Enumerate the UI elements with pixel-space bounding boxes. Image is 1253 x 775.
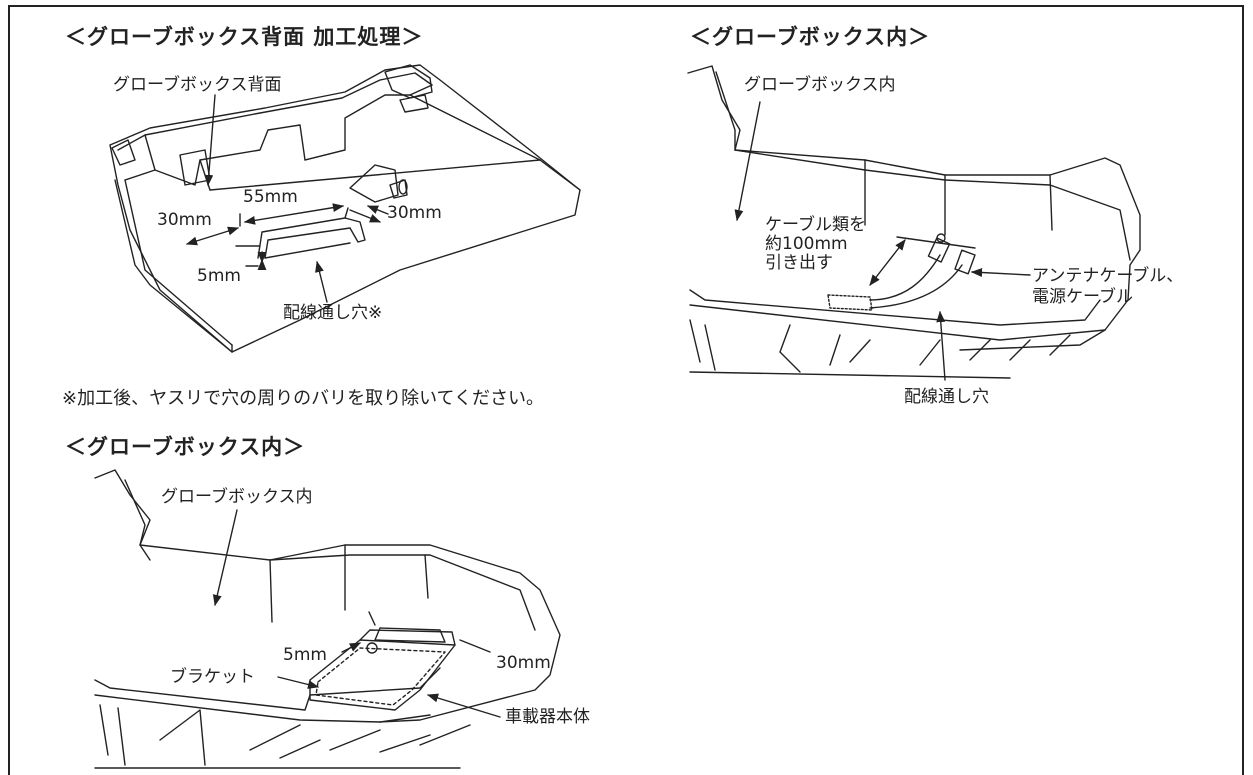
wiring-hole-label: 配線通し穴※ <box>283 303 383 323</box>
glovebox-inside-label-lower: グローブボックス内 <box>161 487 313 507</box>
dimension-30mm-left: 30mm <box>157 210 212 230</box>
heading-glovebox-inside-right: ＜グローブボックス内＞ <box>690 25 931 49</box>
heading-glovebox-inside-lower: ＜グローブボックス内＞ <box>65 435 306 459</box>
pull-cables-line1: ケーブル類を <box>765 215 866 235</box>
glovebox-inside-lower-drawing <box>95 470 560 768</box>
glovebox-back-drawing <box>110 65 580 352</box>
onboard-unit-label: 車載器本体 <box>505 707 590 727</box>
figure-frame <box>8 5 1244 775</box>
antenna-cable-label: アンテナケーブル、 <box>1032 266 1184 286</box>
dimension-30mm-lower: 30mm <box>496 653 551 673</box>
power-cable-label: 電源ケーブル <box>1032 287 1133 307</box>
wiring-hole-label-right: 配線通し穴 <box>904 387 989 407</box>
dimension-5mm-lower: 5mm <box>283 645 327 665</box>
bracket-label: ブラケット <box>170 667 255 687</box>
pull-cables-line3: 引き出す <box>765 253 833 273</box>
glovebox-inside-label-right: グローブボックス内 <box>744 75 896 95</box>
dimension-5mm: 5mm <box>197 266 241 286</box>
glovebox-inside-right-drawing <box>688 66 1140 380</box>
dimension-55mm: 55mm <box>243 187 298 207</box>
glovebox-back-label: グローブボックス背面 <box>113 75 282 95</box>
pull-cables-line2: 約100mm <box>765 234 848 254</box>
heading-glovebox-back-processing: ＜グローブボックス背面 加工処理＞ <box>65 25 424 49</box>
dimension-30mm-right: 30mm <box>387 203 442 223</box>
processing-note: ※加工後、ヤスリで穴の周りのバリを取り除いてください。 <box>62 388 544 409</box>
